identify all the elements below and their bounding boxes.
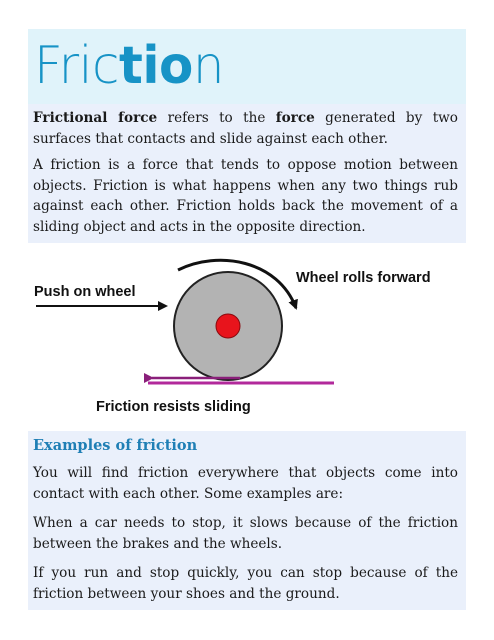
push-label: Push on wheel	[34, 284, 136, 300]
rotation-arrow	[177, 258, 298, 310]
examples-paragraph-2: When a car needs to stop, it slows becau…	[33, 515, 458, 552]
friction-label: Friction resists sliding	[96, 399, 251, 415]
examples-paragraph-1: You will find friction everywhere that o…	[33, 465, 458, 502]
title-light: Fric	[34, 36, 120, 96]
intro-paragraph-1: Frictional force refers to the force gen…	[33, 108, 458, 149]
intro-p1-rest: generated by two surfaces that contacts …	[33, 110, 458, 147]
friction-diagram-svg: Push on wheel Wheel rolls forward Fricti…	[34, 258, 431, 415]
intro-panel: Frictional force refers to the force gen…	[28, 104, 466, 243]
term-force: force	[275, 110, 315, 126]
friction-diagram: Push on wheel Wheel rolls forward Fricti…	[28, 250, 466, 422]
intro-p1-mid: refers to the	[157, 110, 276, 126]
title-band: Friction	[28, 29, 466, 104]
examples-paragraph-3: If you run and stop quickly, you can sto…	[33, 565, 458, 602]
wheel-hub	[215, 313, 241, 339]
title-bold: tio	[119, 36, 193, 96]
examples-heading: Examples of friction	[33, 437, 198, 454]
page-title: Friction	[34, 35, 224, 97]
intro-paragraph-2: A friction is a force that tends to oppo…	[33, 157, 458, 235]
rolls-label: Wheel rolls forward	[296, 270, 431, 286]
term-frictional-force: Frictional force	[33, 110, 158, 126]
examples-panel: Examples of friction You will find frict…	[28, 431, 466, 610]
title-end: n	[192, 36, 225, 96]
